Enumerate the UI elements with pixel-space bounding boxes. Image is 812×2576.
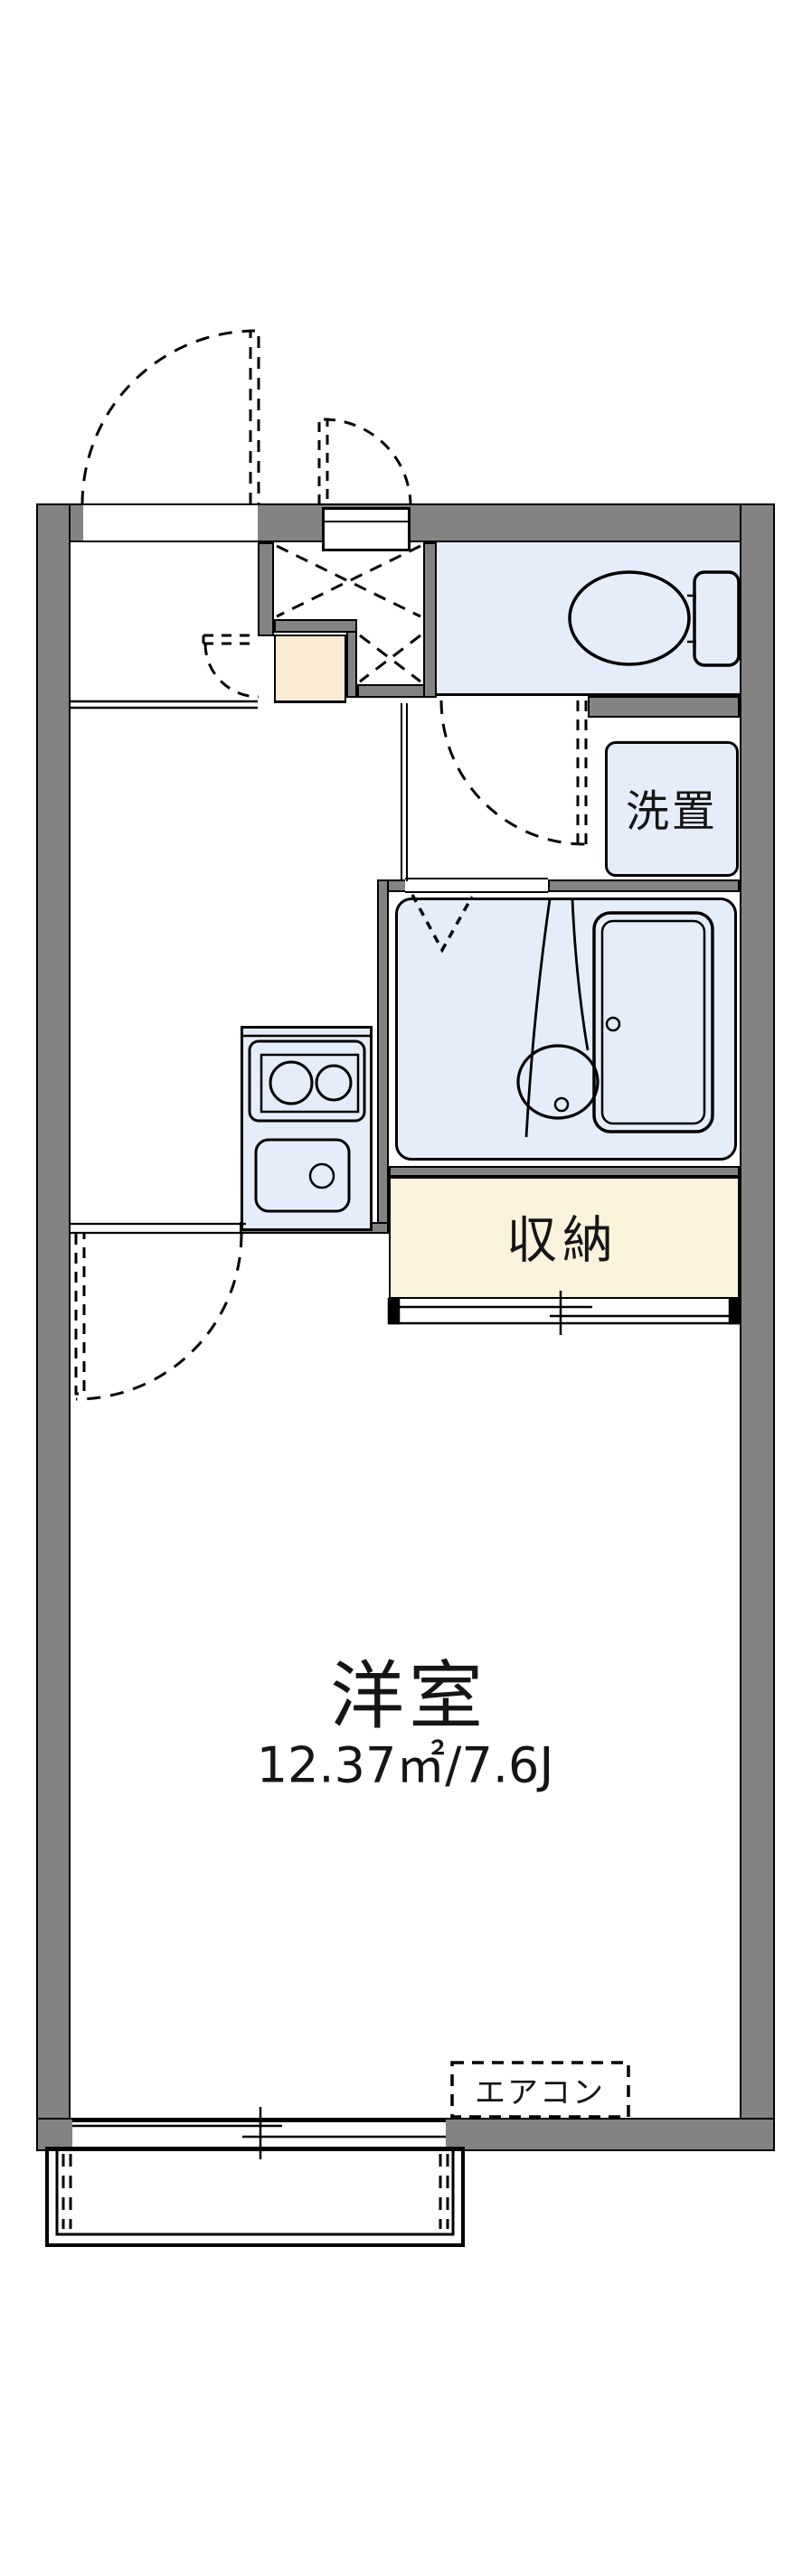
wall-bath-top-right <box>548 879 740 892</box>
kitchen-counter <box>241 1026 373 1231</box>
wall-bath-bottom <box>389 1166 740 1177</box>
label-western-room: 洋室 <box>329 1653 488 1740</box>
stove-icon <box>241 1034 373 1123</box>
balcony-partition-dashes <box>61 2154 449 2229</box>
wall-genkan-right <box>346 631 357 698</box>
label-western-room-area: 12.37㎡/7.6J <box>256 1736 554 1794</box>
aircon-box <box>450 2061 630 2119</box>
wall-toilet-bottom <box>588 696 740 718</box>
main-window-icon <box>72 2107 446 2159</box>
bath-door-sill <box>405 878 548 893</box>
wall-left <box>36 503 71 2151</box>
label-storage: 収納 <box>506 1211 618 1271</box>
hall-floor-boundary <box>71 700 258 710</box>
entrance-door-swing <box>80 329 260 505</box>
room-storage <box>389 1177 740 1299</box>
kitchen-room-door-swing <box>71 1222 246 1401</box>
entrance-door-opening <box>83 505 258 541</box>
toilet-door-swing <box>439 700 588 846</box>
wall-xbox-toilet <box>423 542 437 698</box>
washbasin-icon <box>516 898 600 1138</box>
meter-box-door-swing <box>317 418 412 522</box>
washer-space-box <box>605 741 739 877</box>
wall-hall-xbox <box>258 542 274 636</box>
label-aircon: エアコン <box>475 2074 605 2111</box>
bathtub-icon <box>592 911 714 1133</box>
storage-sliding-door <box>387 1291 741 1335</box>
sink-icon <box>254 1138 351 1213</box>
toilet-icon <box>568 570 741 667</box>
storage-box-x-marks <box>276 544 421 683</box>
balcony <box>45 2147 465 2247</box>
wall-xbox-step <box>274 619 357 633</box>
label-washer-space: 洗置 <box>625 786 719 837</box>
hall-genkan-door-swing <box>202 634 260 699</box>
meter-box-door-panel <box>322 507 411 551</box>
genkan-step <box>274 635 346 703</box>
bath-folding-door <box>411 894 474 954</box>
hallway-divider-line <box>401 703 408 881</box>
